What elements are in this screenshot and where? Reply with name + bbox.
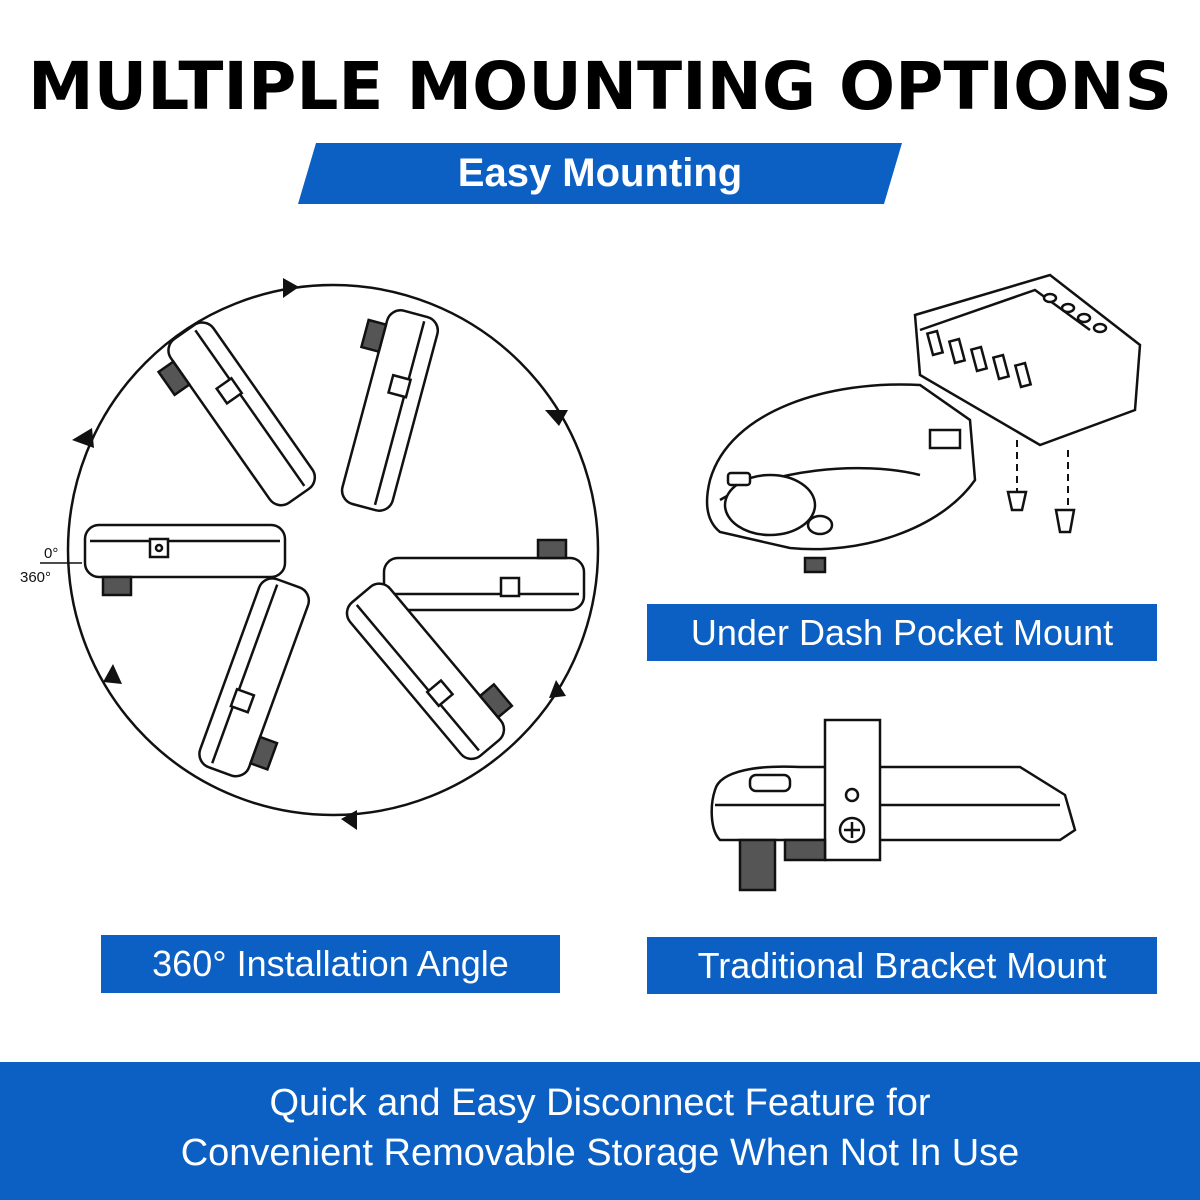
angle-end-label: 360° <box>20 569 51 586</box>
rotation-arrows <box>72 278 568 830</box>
subtitle-ribbon: Easy Mounting <box>298 143 902 204</box>
rotation-circle <box>66 283 600 817</box>
bracket-mount-caption: Traditional Bracket Mount <box>647 937 1157 994</box>
footer-banner: Quick and Easy Disconnect Feature for Co… <box>0 1062 1200 1200</box>
pocket-mount-illustration <box>705 273 1142 574</box>
controller-0deg <box>83 523 287 597</box>
controller-upper-right <box>340 309 440 512</box>
controller-right <box>382 538 586 612</box>
controller-positions <box>83 309 586 778</box>
controller-lower-right <box>345 582 514 761</box>
bracket-mount-illustration <box>710 718 1077 892</box>
controller-side-body <box>710 765 1077 842</box>
controller-lower-left <box>198 577 311 778</box>
rotation-caption: 360° Installation Angle <box>101 935 560 993</box>
page-title: MULTIPLE MOUNTING OPTIONS <box>28 48 1172 125</box>
pocket-mount-caption: Under Dash Pocket Mount <box>647 604 1157 661</box>
adjustment-knob <box>738 838 777 892</box>
controller-upper-left <box>156 321 317 507</box>
ribbon-shape <box>298 143 902 204</box>
connector-port <box>928 428 962 450</box>
rotation-diagram: 0° 360° <box>20 278 600 830</box>
bracket-slots <box>925 329 1033 389</box>
bracket-holes <box>1042 292 1108 334</box>
control-dial <box>723 473 817 537</box>
angle-start-label: 0° <box>44 545 58 562</box>
subtitle-text: Easy Mounting <box>457 151 743 195</box>
mounting-screws <box>1006 490 1076 534</box>
footer-line-1: Quick and Easy Disconnect Feature for <box>269 1082 931 1124</box>
footer-line-2: Convenient Removable Storage When Not In… <box>180 1132 1020 1174</box>
